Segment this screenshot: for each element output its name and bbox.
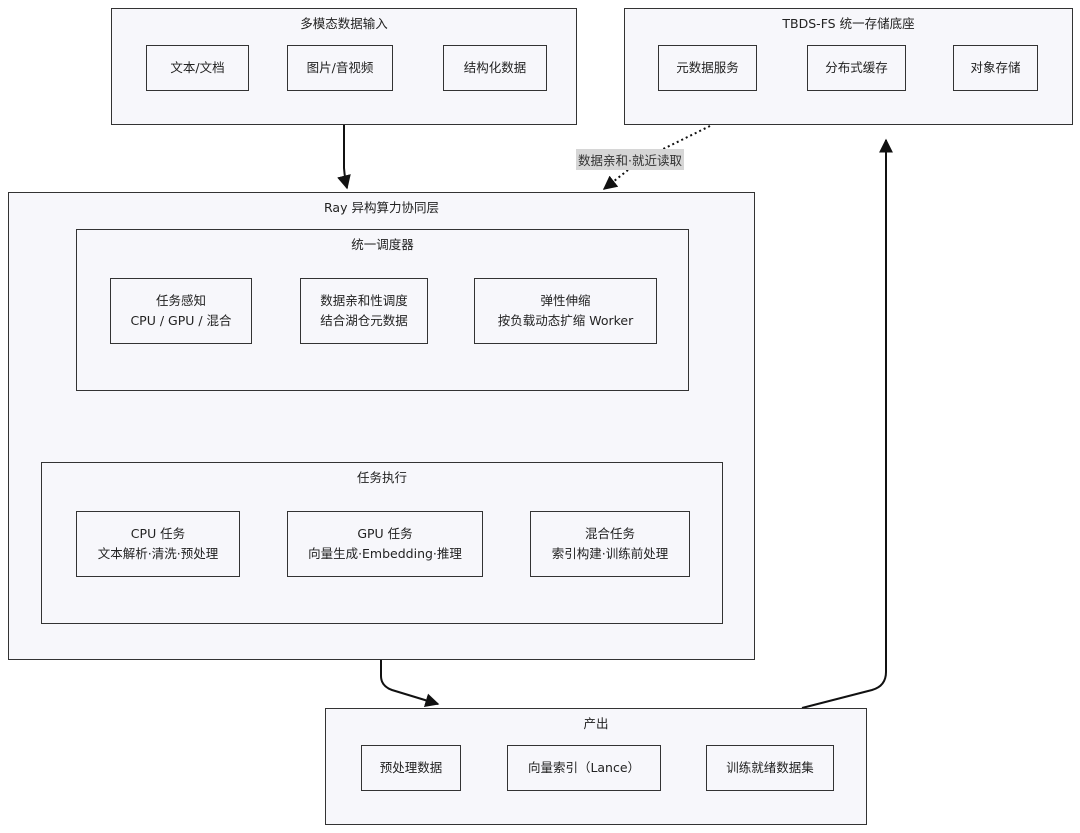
node-text-docs[interactable]: 文本/文档 [146,45,249,91]
cluster-ray-compute: Ray 异构算力协同层 统一调度器 任务感知 CPU / GPU / 混合 数据… [8,192,755,660]
node-elastic-scaling[interactable]: 弹性伸缩 按负载动态扩缩 Worker [474,278,657,344]
node-structured-data[interactable]: 结构化数据 [443,45,547,91]
edge-ray-to-output [380,660,440,708]
cluster-output: 产出 预处理数据 向量索引（Lance） 训练就绪数据集 [325,708,867,825]
cluster-title: TBDS-FS 统一存储底座 [782,16,915,31]
node-image-av[interactable]: 图片/音视频 [287,45,393,91]
node-gpu-tasks[interactable]: GPU 任务 向量生成·Embedding·推理 [287,511,483,577]
cluster-task-execution: 任务执行 CPU 任务 文本解析·清洗·预处理 GPU 任务 向量生成·Embe… [41,462,723,624]
node-training-ready-dataset[interactable]: 训练就绪数据集 [706,745,834,791]
edge-output-to-storage [801,138,893,709]
node-object-storage[interactable]: 对象存储 [953,45,1038,91]
cluster-title: 统一调度器 [351,237,414,252]
node-distributed-cache[interactable]: 分布式缓存 [807,45,906,91]
cluster-multimodal-input: 多模态数据输入 文本/文档 图片/音视频 结构化数据 [111,8,577,125]
edge-storage-to-ray-affinity [604,125,711,189]
node-data-affinity-scheduling[interactable]: 数据亲和性调度 结合湖仓元数据 [300,278,428,344]
cluster-tbds-storage: TBDS-FS 统一存储底座 元数据服务 分布式缓存 对象存储 [624,8,1073,125]
edge-input-to-ray [337,125,351,190]
cluster-title: 产出 [583,716,609,731]
cluster-unified-scheduler: 统一调度器 任务感知 CPU / GPU / 混合 数据亲和性调度 结合湖仓元数… [76,229,689,391]
cluster-title: Ray 异构算力协同层 [324,200,439,215]
node-cpu-tasks[interactable]: CPU 任务 文本解析·清洗·预处理 [76,511,240,577]
node-task-awareness[interactable]: 任务感知 CPU / GPU / 混合 [110,278,252,344]
cluster-title: 任务执行 [356,470,407,485]
node-metadata-service[interactable]: 元数据服务 [658,45,757,91]
edge-label-affinity: 数据亲和·就近读取 [576,149,684,170]
node-vector-index-lance[interactable]: 向量索引（Lance） [507,745,661,791]
node-preprocessed-data[interactable]: 预处理数据 [361,745,461,791]
node-hybrid-tasks[interactable]: 混合任务 索引构建·训练前处理 [530,511,690,577]
cluster-title: 多模态数据输入 [300,16,388,31]
